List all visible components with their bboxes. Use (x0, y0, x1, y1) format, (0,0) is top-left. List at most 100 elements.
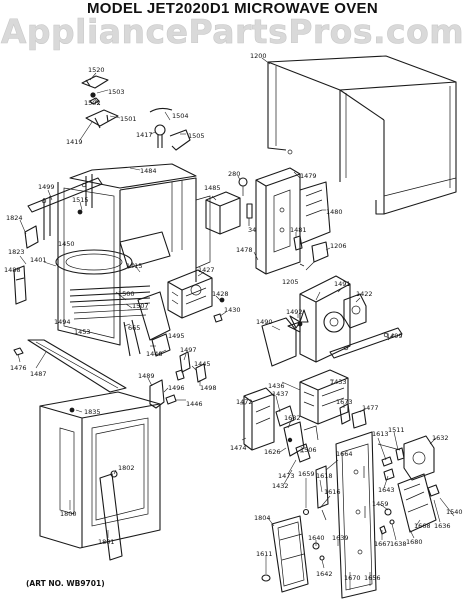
control-panel (335, 431, 377, 599)
label-1540: 1540 (446, 508, 463, 516)
label-1500: 1500 (118, 290, 135, 298)
label-1504: 1504 (172, 112, 189, 120)
label-1642: 1642 (316, 570, 333, 578)
label-1667: 1667 (374, 540, 391, 548)
label-1494: 1494 (54, 318, 71, 326)
label-1632: 1632 (432, 434, 449, 442)
label-1800: 1800 (60, 510, 77, 518)
label-1507: 1507 (132, 302, 149, 310)
hinge-bracket-assembly (81, 75, 119, 129)
watermark: AppliancePartsPros.com (0, 12, 465, 51)
label-1205: 1205 (282, 278, 299, 286)
latch-parts (149, 333, 207, 409)
label-1401: 1401 (30, 256, 47, 264)
label-1453: 1453 (74, 328, 91, 336)
label-1417: 1417 (136, 131, 153, 139)
label-1428: 1428 (212, 290, 229, 298)
switch-parts (293, 235, 329, 271)
label-1499-top: 1499 (38, 183, 55, 191)
label-1668: 1668 (414, 522, 431, 530)
door-handle (271, 515, 309, 593)
label-1824: 1824 (6, 214, 23, 222)
label-1496: 1496 (168, 384, 185, 392)
timer-motor (377, 435, 435, 481)
capacitor (205, 177, 248, 235)
label-1481: 1481 (290, 226, 307, 234)
label-1497: 1497 (180, 346, 197, 354)
label-1499-right: 1499 (386, 332, 403, 340)
label-1520: 1520 (88, 66, 105, 74)
label-1433: 1433 (330, 378, 347, 386)
right-rail (329, 327, 403, 359)
label-1682: 1682 (284, 414, 301, 422)
diode-34 (246, 203, 253, 226)
label-1801: 1801 (98, 538, 115, 546)
label-1459: 1459 (372, 500, 389, 508)
leader-lines (17, 57, 455, 590)
label-1419: 1419 (66, 138, 83, 146)
control-bracket (255, 167, 331, 275)
label-1611: 1611 (256, 550, 273, 558)
label-1495: 1495 (168, 332, 185, 340)
label-1478: 1478 (236, 246, 253, 254)
label-1670: 1670 (344, 574, 361, 582)
label-1472: 1472 (236, 398, 253, 406)
magnetron (167, 269, 213, 319)
screw-1428 (213, 297, 225, 323)
panel-parts (302, 465, 329, 521)
label-1502: 1502 (84, 99, 101, 107)
label-1427: 1427 (198, 266, 215, 274)
label-1479: 1479 (300, 172, 317, 180)
label-1640: 1640 (308, 534, 325, 542)
circuit-board (383, 468, 440, 533)
misc-small-parts (261, 542, 325, 582)
art-number: (ART NO. WB9701) (26, 579, 105, 588)
label-1484: 1484 (140, 167, 157, 175)
label-1680: 1680 (406, 538, 423, 546)
fan-duct (261, 275, 351, 367)
fan-blade (287, 309, 309, 333)
label-1638: 1638 (390, 540, 407, 548)
label-1448: 1448 (146, 350, 163, 358)
label-1835: 1835 (84, 408, 101, 416)
label-1673: 1673 (336, 398, 353, 406)
label-1515: 1515 (72, 196, 89, 204)
label-1823: 1823 (8, 248, 25, 256)
label-1485: 1485 (204, 184, 221, 192)
label-1490: 1490 (256, 318, 273, 326)
bottom-trim (13, 339, 127, 393)
label-665: 665 (128, 324, 140, 332)
label-1618: 1618 (316, 472, 333, 480)
label-34: 34 (248, 226, 256, 234)
interlock-bracket (243, 387, 275, 451)
label-1659: 1659 (298, 470, 315, 478)
label-1498: 1498 (200, 384, 217, 392)
transformer (299, 369, 349, 425)
label-1430: 1430 (224, 306, 241, 314)
top-rail (27, 177, 103, 213)
fan-motor (343, 293, 367, 329)
label-1450: 1450 (58, 240, 75, 248)
label-1643: 1643 (378, 486, 395, 494)
outer-case (267, 55, 457, 215)
label-1656: 1656 (364, 574, 381, 582)
left-side-brackets (13, 196, 51, 305)
label-1489: 1489 (138, 372, 155, 380)
label-1474: 1474 (230, 444, 247, 452)
label-280: 280 (228, 170, 240, 178)
label-1804: 1804 (254, 514, 271, 522)
timer-parts (381, 447, 405, 467)
label-1200: 1200 (250, 52, 267, 60)
label-1491: 1491 (334, 280, 351, 288)
label-1505: 1505 (188, 132, 205, 140)
label-1503: 1503 (108, 88, 125, 96)
label-1506: 1506 (300, 446, 317, 454)
label-1492: 1492 (286, 308, 303, 316)
label-1446: 1446 (186, 400, 203, 408)
label-1206: 1206 (330, 242, 347, 250)
thermal-switch-assembly (149, 107, 191, 151)
label-1636: 1636 (434, 522, 451, 530)
interlock-switches (275, 405, 319, 463)
